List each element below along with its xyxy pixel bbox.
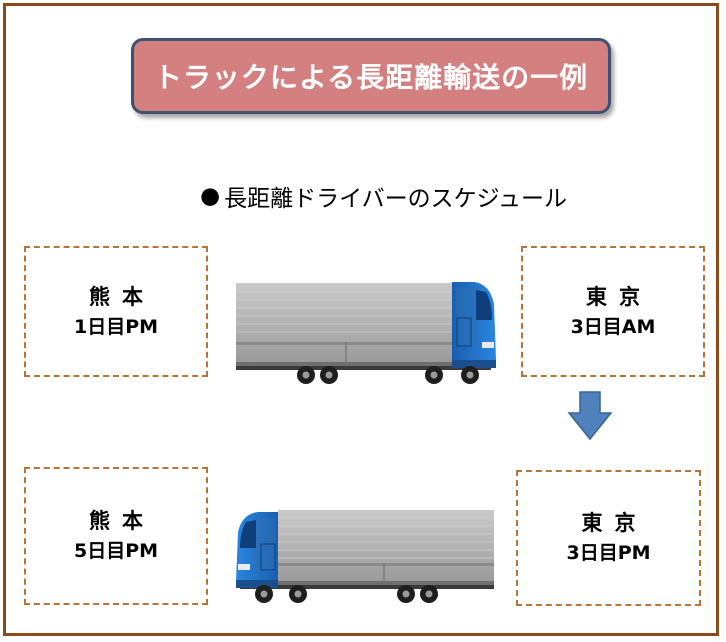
stop-city: 東京 [581, 511, 648, 535]
stop-tokyo-depart: 東京 3日目PM [516, 470, 701, 606]
stop-time: 5日目PM [73, 540, 159, 562]
stop-kumamoto-end: 熊本 5日目PM [24, 467, 208, 605]
title-text: トラックによる長距離輸送の一例 [153, 61, 589, 94]
stop-time: 3日目AM [570, 315, 656, 338]
schedule-heading-text: 長距離ドライバーのスケジュール [224, 186, 568, 212]
stop-time: 1日目PM [73, 315, 159, 338]
stop-tokyo-arrive: 東京 3日目AM [521, 246, 705, 377]
title-banner: トラックによる長距離輸送の一例 [131, 38, 611, 114]
truck-icon [236, 510, 494, 603]
stop-time: 3日目PM [566, 542, 651, 564]
diagram-frame [3, 3, 719, 636]
schedule-heading: ● 長距離ドライバーのスケジュール [200, 178, 567, 214]
stop-city: 熊本 [89, 284, 155, 309]
stop-city: 熊本 [89, 509, 155, 533]
bullet-icon: ● [200, 183, 221, 209]
truck-icon [236, 282, 496, 384]
stop-kumamoto-start: 熊本 1日目PM [24, 246, 208, 377]
arrow-down-icon [567, 391, 613, 441]
stop-city: 東京 [586, 284, 652, 309]
